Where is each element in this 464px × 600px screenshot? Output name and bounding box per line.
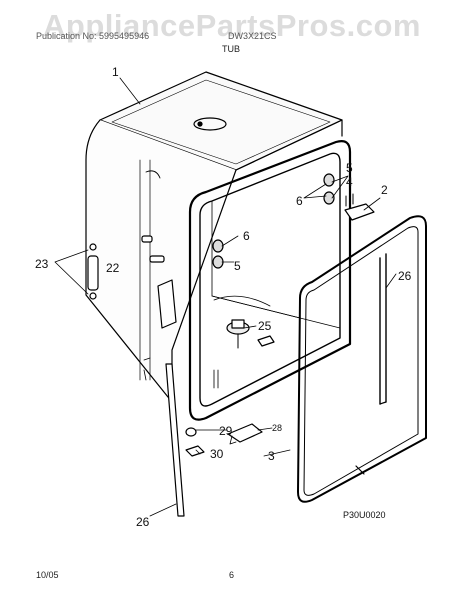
- callout: 22: [106, 261, 120, 275]
- diagram-code: P30U0020: [343, 510, 386, 520]
- callout: 4: [346, 175, 353, 189]
- tub-right-wall: [235, 119, 343, 171]
- model-number: DW3X21CS: [228, 31, 277, 41]
- trim-strip-right: [379, 253, 387, 405]
- callout: 26: [136, 515, 150, 529]
- section-title: TUB: [222, 44, 240, 54]
- callout: 5: [234, 259, 241, 273]
- callout: 30: [210, 447, 224, 461]
- door-frame-inner: [199, 152, 341, 407]
- callout: 25: [258, 319, 272, 333]
- callout: 29: [219, 424, 233, 438]
- page-number: 6: [229, 570, 235, 580]
- callout: 28: [272, 423, 282, 433]
- watermark: AppliancePartsPros.com: [43, 8, 421, 43]
- callout: 6: [243, 229, 250, 243]
- trim-strip-left: [165, 363, 185, 517]
- callout: 6: [296, 194, 303, 208]
- callout: 26: [398, 269, 412, 283]
- publication-number: Publication No: 5995495946: [36, 31, 150, 41]
- footer-date: 10/05: [36, 570, 59, 580]
- callout: 23: [35, 257, 49, 271]
- callout: 2: [381, 183, 388, 197]
- callout: 3: [268, 449, 275, 463]
- door-gasket: [297, 215, 427, 503]
- door-frame-outer: [188, 140, 352, 421]
- callout: 1: [112, 65, 119, 79]
- callout: 5: [346, 161, 353, 175]
